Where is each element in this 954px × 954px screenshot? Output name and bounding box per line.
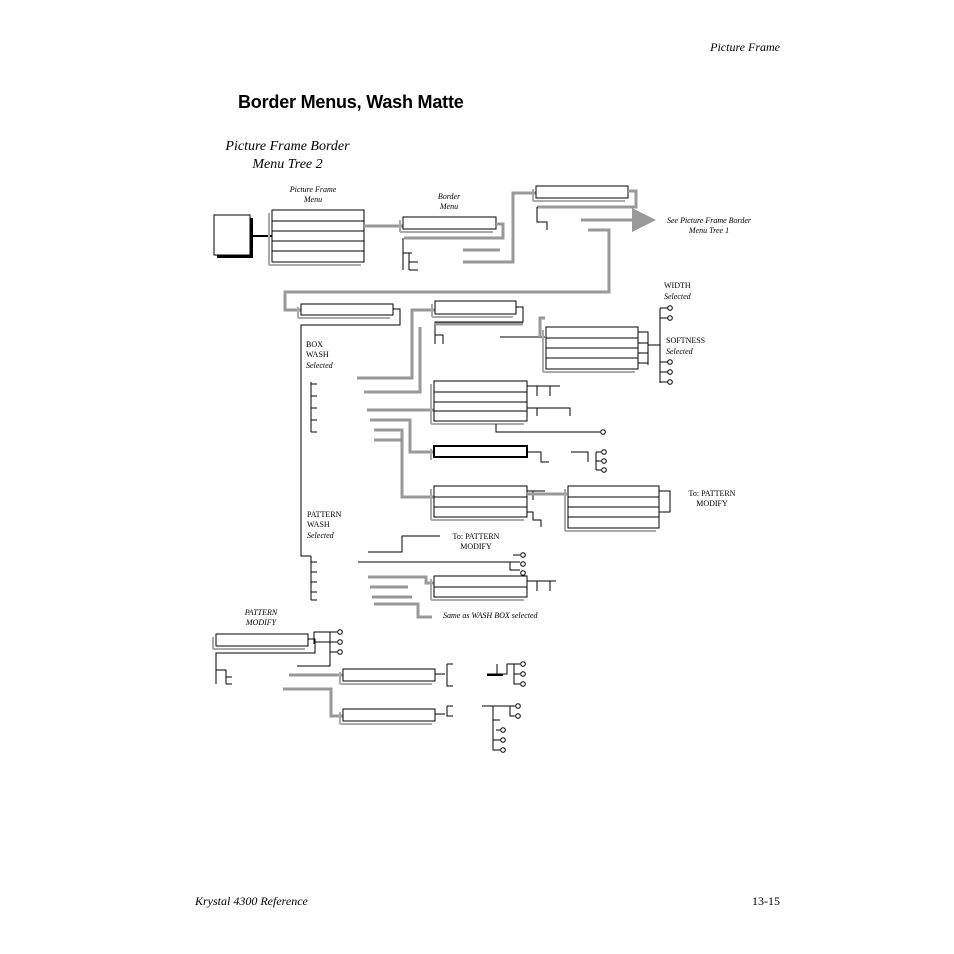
- page-number: 13-15: [752, 894, 780, 908]
- figure-caption-line1: Picture Frame Border: [225, 139, 350, 154]
- label-pattern-wash: PATTERN WASH: [307, 510, 342, 529]
- pattern-modify-box: [212, 633, 309, 650]
- page-title: Border Menus, Wash Matte: [238, 92, 464, 112]
- label-width-selected: Selected: [664, 292, 691, 301]
- label-width: WIDTH: [664, 281, 691, 290]
- wash-single-box: [430, 445, 528, 460]
- pattern-modify-sub2-box: [339, 708, 436, 725]
- label-picture-frame-menu-text: Picture Frame Menu: [289, 185, 337, 204]
- wash-matte-menu-box: [297, 303, 394, 319]
- label-same-as: Same as WASH BOX selected: [443, 611, 538, 620]
- label-box-wash-selected: Selected: [306, 361, 333, 370]
- border-menu-box: [399, 216, 497, 233]
- label-to-pattern-modify-2: To: PATTERN MODIFY: [452, 532, 500, 551]
- label-see-tree1: See Picture Frame Border Menu Tree 1: [654, 216, 764, 236]
- wash-color-box: [430, 380, 528, 425]
- label-border-menu-text: Border Menu: [437, 192, 461, 211]
- label-pattern-modify: PATTERN MODIFY: [244, 608, 278, 627]
- pattern-wash-color-box: [430, 575, 528, 601]
- pattern-modify-sub1-box: [339, 668, 436, 685]
- label-pattern-wash-selected: Selected: [307, 531, 334, 540]
- wash-pattern-box: [430, 485, 528, 521]
- panel-button-box: [213, 214, 253, 258]
- pattern-modify-ref-box: [564, 485, 660, 532]
- width-softness-box: [542, 326, 639, 373]
- picture-frame-menu-box: [268, 209, 365, 266]
- label-softness: SOFTNESS: [666, 336, 706, 345]
- border-submenu-box: [532, 185, 629, 202]
- label-box-wash: BOX WASH: [306, 340, 329, 359]
- footer-title: Krystal 4300 Reference: [195, 894, 308, 908]
- label-softness-selected: Selected: [666, 347, 693, 356]
- label-border-menu: Border Menu: [428, 192, 470, 212]
- label-picture-frame-menu: Picture Frame Menu: [281, 185, 345, 205]
- wash-box-submenu: [431, 300, 517, 318]
- figure-caption-line2: Menu Tree 2: [252, 157, 323, 172]
- running-header: Picture Frame: [710, 40, 780, 54]
- label-to-pattern-modify-1: To: PATTERN MODIFY: [688, 489, 736, 508]
- label-see-tree1-text: See Picture Frame Border Menu Tree 1: [666, 216, 752, 235]
- figure-caption: Picture Frame Border Menu Tree 2: [210, 138, 365, 174]
